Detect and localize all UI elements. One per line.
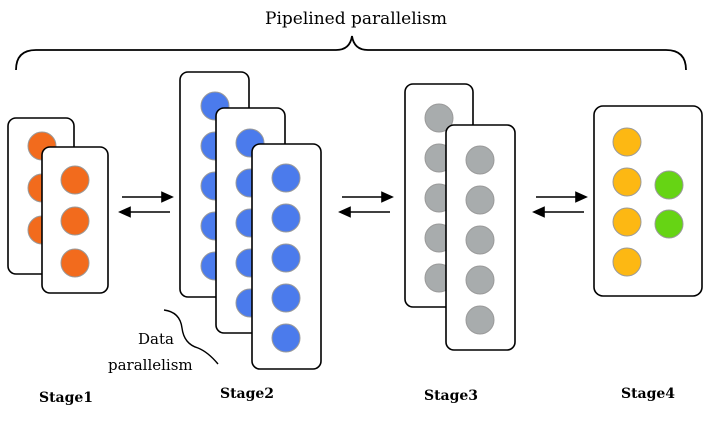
stage2-node (271, 323, 301, 353)
stage3-node (465, 185, 495, 215)
stage1-stage2-arrows (118, 191, 174, 218)
stage1-node (60, 206, 90, 236)
stage4-label: Stage4 (621, 386, 675, 402)
stage4-group (593, 105, 703, 297)
stage4-extra-node (654, 209, 684, 239)
stage2-node (271, 283, 301, 313)
stage3-node (465, 145, 495, 175)
data-parallelism-label-line2: parallelism (108, 356, 193, 374)
stage2-label: Stage2 (220, 386, 274, 402)
stage3-node (465, 305, 495, 335)
data-parallelism-brace (163, 309, 219, 365)
stage2-stage3-arrows (338, 191, 394, 218)
stage3-node (465, 265, 495, 295)
pipeline-brace (15, 35, 687, 71)
stage2-node (271, 243, 301, 273)
stage2-group (179, 71, 322, 370)
data-parallelism-label-line1: Data (138, 330, 174, 348)
stage4-node (612, 247, 642, 277)
stage4-node (612, 167, 642, 197)
stage1-node (60, 165, 90, 195)
stage3-node (465, 225, 495, 255)
stage3-stage4-arrows (532, 191, 588, 218)
stage3-label: Stage3 (424, 388, 478, 404)
stage4-box (593, 105, 703, 297)
stage2-node (271, 203, 301, 233)
stage4-node (612, 207, 642, 237)
stage4-extra-node (654, 170, 684, 200)
stage3-group (404, 83, 516, 351)
stage1-node (60, 248, 90, 278)
stage1-group (7, 117, 109, 294)
stage1-label: Stage1 (39, 390, 93, 406)
stage3-node (424, 103, 454, 133)
pipelined-parallelism-title: Pipelined parallelism (265, 9, 447, 29)
stage2-node (271, 163, 301, 193)
stage4-node (612, 127, 642, 157)
